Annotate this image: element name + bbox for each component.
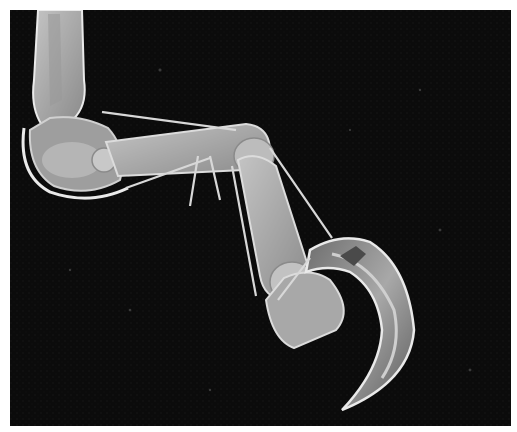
claw-illustration-svg — [10, 10, 511, 426]
illustration-plate — [10, 10, 511, 426]
upper-bone — [33, 10, 85, 128]
